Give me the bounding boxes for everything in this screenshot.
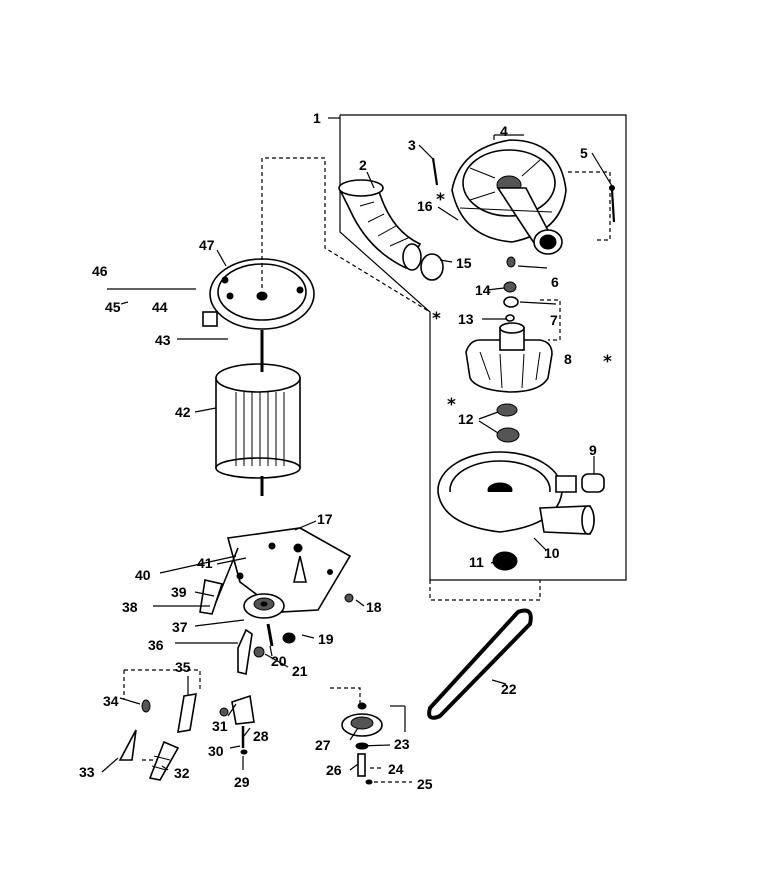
- label-46: 46: [92, 263, 108, 279]
- label-29: 29: [234, 774, 250, 790]
- label-9: 9: [589, 442, 597, 458]
- label-24: 24: [388, 761, 404, 777]
- pin: [610, 189, 616, 223]
- asterisk-marker: *: [432, 309, 441, 329]
- label-3: 3: [408, 137, 416, 153]
- label-31: 31: [212, 718, 228, 734]
- label-23: 23: [394, 736, 410, 752]
- label-25: 25: [417, 776, 433, 792]
- label-44: 44: [152, 299, 168, 315]
- idler-pulley: [243, 593, 285, 619]
- label-12: 12: [458, 411, 474, 427]
- label-14: 14: [475, 282, 491, 298]
- drive-belt: [427, 608, 533, 720]
- impeller: [465, 322, 553, 393]
- label-38: 38: [122, 599, 138, 615]
- label-34: 34: [103, 693, 119, 709]
- pump-housing: [437, 451, 595, 535]
- label-7: 7: [550, 312, 558, 328]
- washer-7: [503, 296, 519, 308]
- hose-elbow: [338, 179, 422, 271]
- arm-36: [237, 628, 253, 675]
- label-15: 15: [456, 255, 472, 271]
- label-27: 27: [315, 737, 331, 753]
- label-11: 11: [469, 554, 484, 570]
- label-33: 33: [79, 764, 95, 780]
- label-22: 22: [501, 681, 517, 697]
- label-6: 6: [551, 274, 559, 290]
- asterisk-marker: *: [447, 395, 456, 415]
- label-32: 32: [174, 765, 190, 781]
- label-41: 41: [197, 555, 213, 571]
- washer-21: [253, 646, 265, 658]
- pump-cover: [451, 134, 567, 255]
- label-13: 13: [458, 311, 474, 327]
- asterisk-marker: *: [603, 352, 612, 372]
- label-10: 10: [544, 545, 560, 561]
- label-36: 36: [148, 637, 164, 653]
- label-37: 37: [172, 619, 188, 635]
- motor-mount-plate: [202, 158, 315, 330]
- bolt-18: [344, 593, 354, 603]
- label-1: 1: [313, 110, 321, 126]
- label-43: 43: [155, 332, 171, 348]
- label-45: 45: [105, 299, 121, 315]
- label-30: 30: [208, 743, 224, 759]
- label-2: 2: [359, 157, 367, 173]
- label-21: 21: [292, 663, 308, 679]
- seal-lower: [496, 427, 520, 443]
- label-18: 18: [366, 599, 382, 615]
- washer-13: [505, 314, 515, 322]
- motor-pulley: [330, 687, 383, 785]
- label-20: 20: [271, 653, 287, 669]
- label-17: 17: [317, 511, 333, 527]
- label-42: 42: [175, 404, 191, 420]
- label-40: 40: [135, 567, 151, 583]
- label-19: 19: [318, 631, 334, 647]
- label-35: 35: [175, 659, 191, 675]
- label-28: 28: [253, 728, 269, 744]
- asterisk-markers: * * * *: [432, 190, 612, 415]
- hose-clamp: [420, 253, 444, 281]
- motor: [215, 330, 301, 496]
- part-labels: 1 2 3 4 5 6 7 8 9 10 11 12 13 14 15 16 1…: [79, 110, 597, 792]
- pump-assembly-outline: [265, 114, 627, 601]
- label-26: 26: [326, 762, 342, 778]
- screw: [431, 157, 439, 186]
- asterisk-marker: *: [436, 190, 445, 210]
- pump-pulley: [492, 551, 518, 571]
- leader-lines: [101, 144, 613, 783]
- label-4: 4: [500, 123, 508, 139]
- nut-19: [282, 632, 296, 644]
- label-16: 16: [417, 198, 433, 214]
- coupling: [581, 473, 605, 493]
- label-47: 47: [199, 237, 215, 253]
- label-39: 39: [171, 584, 187, 600]
- seal-upper: [496, 403, 518, 417]
- label-5: 5: [580, 145, 588, 161]
- spring-20: [266, 623, 274, 647]
- tension-hardware: [118, 669, 255, 781]
- nut-14: [503, 281, 517, 293]
- gasket-6: [506, 256, 516, 268]
- label-8: 8: [564, 351, 572, 367]
